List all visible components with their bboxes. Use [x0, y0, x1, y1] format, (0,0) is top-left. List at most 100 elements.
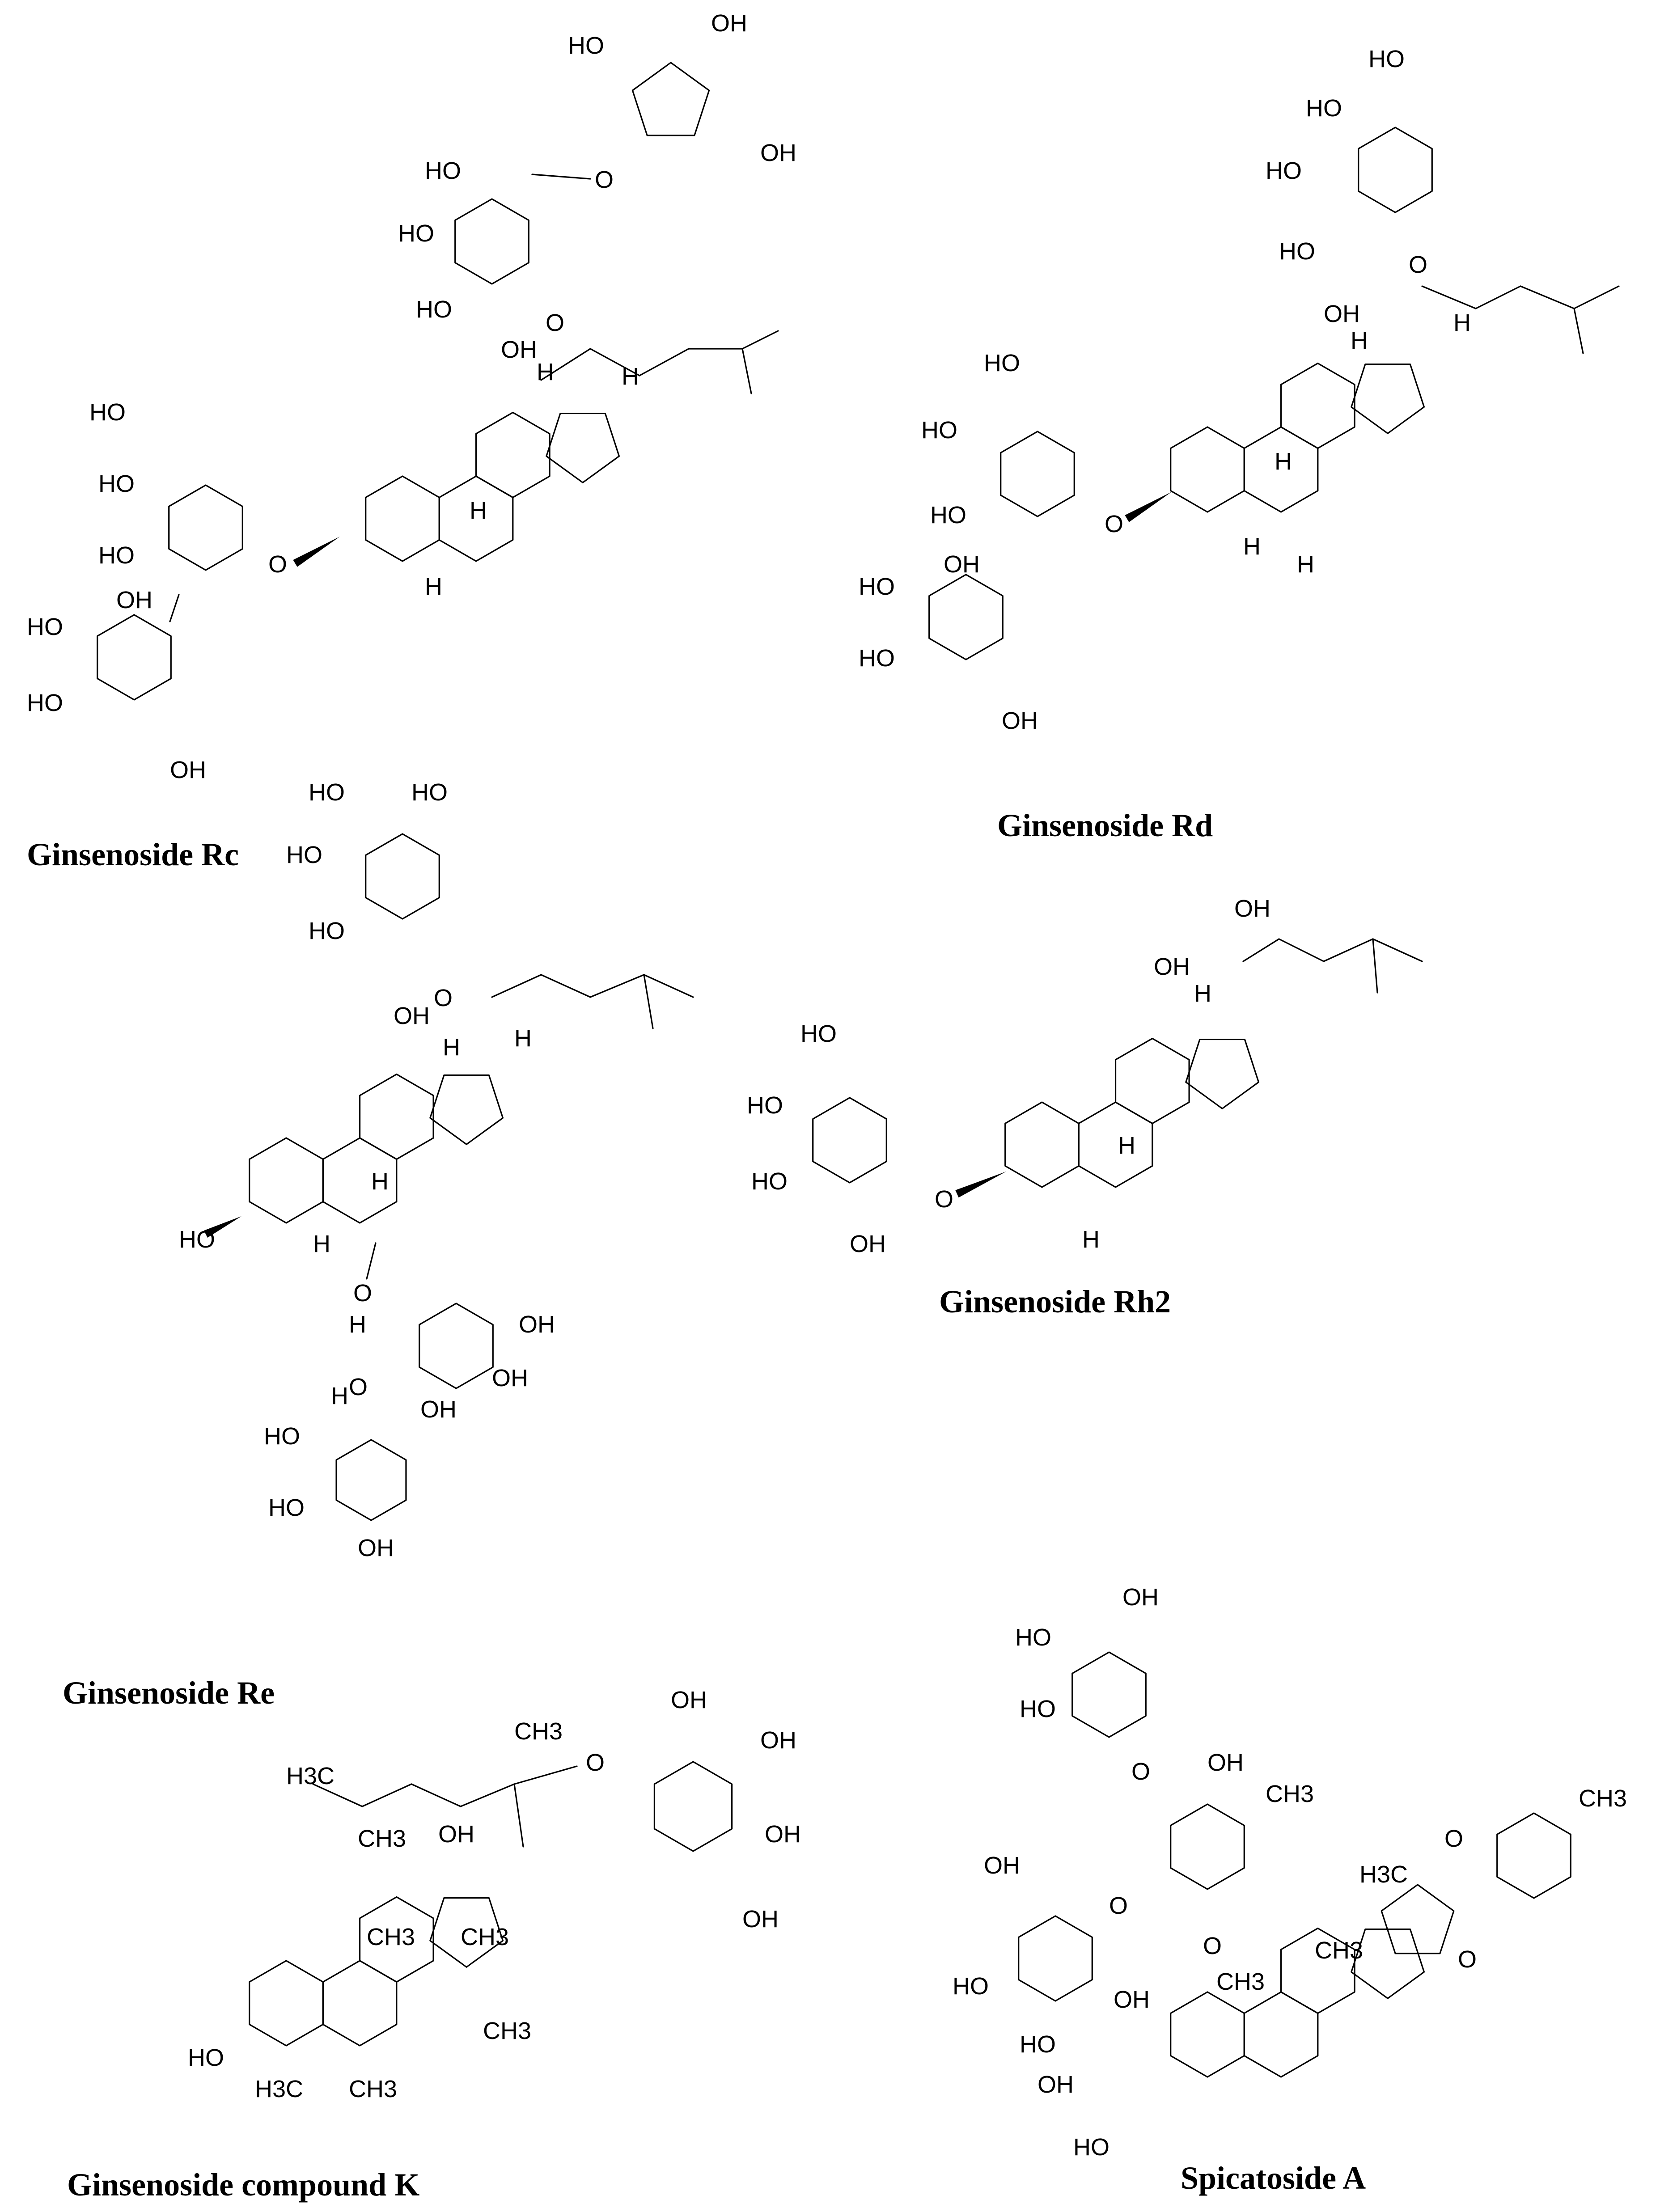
rd-h-label: H: [1297, 551, 1314, 578]
spicatoside-oxygen: O: [1109, 1892, 1128, 1919]
re-ho-label: HO: [286, 842, 322, 868]
re-side-chain: [491, 974, 542, 998]
rc-ho-label: HO: [98, 470, 135, 497]
rh2-side-chain: [1323, 938, 1374, 962]
ck-side-chain: [312, 1783, 363, 1807]
rc-c3-oxygen: O: [268, 551, 287, 578]
rd-c3-wedge: [1125, 492, 1172, 522]
ck-ring-c: [359, 1896, 434, 1983]
caption-ginsenoside-rc: Ginsenoside Rc: [27, 837, 239, 872]
spicatoside-oxygen: O: [1203, 1933, 1222, 1959]
rc-glc-outer-ring: [97, 614, 172, 701]
re-oh-label: OH: [519, 1311, 555, 1338]
rd-side-chain: [1520, 285, 1575, 309]
rh2-c3-oxygen: O: [935, 1186, 953, 1213]
ck-ring-d: [429, 1897, 504, 1968]
spicatoside-oh-label: OH: [984, 1852, 1020, 1879]
rh2-oh-label: OH: [850, 1231, 886, 1257]
rc-h-label: H: [470, 497, 487, 524]
rh2-glc-ring: [812, 1097, 887, 1184]
spicatoside-oxygen: O: [1131, 1758, 1150, 1785]
ck-oh-label: OH: [742, 1906, 779, 1933]
spicatoside-ring-e: [1381, 1884, 1455, 1954]
spicatoside-glc-ring: [1018, 1915, 1093, 2002]
re-ho-label: HO: [309, 779, 345, 806]
re-glc-c6-ring: [419, 1303, 494, 1389]
rd-side-chain: [1573, 285, 1620, 309]
re-c20-oxygen: O: [434, 985, 453, 1011]
ck-side-chain: [361, 1783, 412, 1807]
rd-ring-c: [1280, 362, 1355, 449]
ck-side-chain: [460, 1783, 515, 1807]
re-c6-oxygen: O: [353, 1280, 372, 1307]
rc-ho-label: HO: [98, 542, 135, 569]
rh2-c20-oh: OH: [1234, 895, 1270, 922]
re-rha-ring: [335, 1439, 407, 1521]
rh2-ho-label: HO: [800, 1020, 837, 1047]
re-ho-label: HO: [264, 1423, 300, 1450]
spicatoside-ch3-label: CH3: [1579, 1785, 1627, 1812]
ck-h3c-label: H3C: [286, 1763, 335, 1789]
caption-ginsenoside-re: Ginsenoside Re: [63, 1675, 275, 1711]
re-c12-oh: OH: [394, 1002, 430, 1029]
spicatoside-ring-b: [1243, 1991, 1319, 2078]
rc-c3-wedge: [293, 537, 340, 567]
re-ho-label: HO: [411, 779, 448, 806]
spicatoside-ring-f: [1496, 1812, 1571, 1899]
re-ring-d: [429, 1074, 504, 1145]
spicatoside-oh-label: OH: [1207, 1749, 1244, 1776]
rh2-ring-d: [1185, 1038, 1260, 1109]
caption-ginsenoside-compound-k: Ginsenoside compound K: [67, 2167, 419, 2203]
rc-glycosidic-bond: [169, 594, 180, 622]
rh2-ring-b: [1078, 1101, 1153, 1188]
rc-ho-label: HO: [425, 157, 461, 184]
ck-ring-b: [322, 1960, 398, 2047]
rd-ho-label: HO: [1306, 95, 1342, 122]
ck-ring-a: [249, 1960, 324, 2047]
rc-ho-label: HO: [27, 689, 63, 716]
spicatoside-c3-ho: HO: [1073, 2134, 1109, 2161]
rh2-side-chain: [1278, 938, 1325, 962]
rc-glc-inner-ring: [168, 484, 243, 571]
spicatoside-ho-label: HO: [1015, 1624, 1051, 1651]
spicatoside-oh-label: OH: [1038, 2071, 1074, 2098]
re-ho-label: HO: [309, 918, 345, 944]
ck-glc-ring: [653, 1761, 733, 1852]
spicatoside-ring-c: [1280, 1927, 1355, 2014]
rc-oh-label: OH: [116, 587, 152, 613]
rc-h-label: H: [622, 363, 639, 390]
rc-glycosidic-bond: [531, 173, 591, 180]
rd-ho-label: HO: [984, 350, 1020, 376]
re-c6-bond: [366, 1242, 377, 1280]
re-c3-wedge: [203, 1216, 241, 1238]
ck-c12-oh: OH: [438, 1821, 474, 1848]
rh2-ring-c: [1114, 1037, 1190, 1125]
ck-oh-label: OH: [765, 1821, 801, 1848]
spicatoside-ring-a: [1170, 1991, 1245, 2078]
spicatoside-ho-label: HO: [953, 1973, 989, 2000]
re-side-chain: [589, 974, 645, 998]
rh2-c12-oh: OH: [1154, 953, 1190, 980]
spicatoside-oh-label: OH: [1114, 1986, 1150, 2013]
rd-ho-label: HO: [921, 417, 957, 444]
rd-ho-label: HO: [859, 573, 895, 600]
ck-c3-ho: HO: [188, 2044, 224, 2071]
rc-h-label: H: [537, 359, 554, 385]
rc-side-chain: [589, 348, 640, 376]
spicatoside-oxygen: O: [1458, 1946, 1477, 1973]
re-glc-c20-ring: [365, 833, 440, 920]
rd-oh-label: OH: [944, 551, 980, 578]
re-oh-label: OH: [420, 1396, 457, 1423]
spicatoside-ho-label: HO: [1020, 2031, 1056, 2058]
rc-side-chain: [540, 348, 591, 381]
rc-ring-d: [546, 412, 620, 483]
rh2-h-label: H: [1194, 980, 1211, 1007]
rd-side-chain: [1475, 285, 1521, 309]
re-side-chain: [643, 974, 694, 998]
rh2-h-label: H: [1118, 1132, 1135, 1159]
spicatoside-ch3-label: CH3: [1266, 1781, 1314, 1807]
rc-ho-label: HO: [416, 296, 452, 323]
ck-oh-label: OH: [760, 1727, 796, 1754]
